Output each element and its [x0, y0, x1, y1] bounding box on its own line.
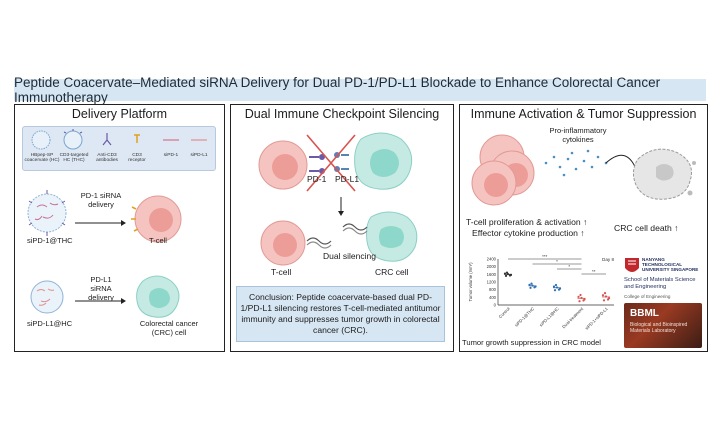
- legend: HBpep-SP coacervate (HC) CD3-targeted HC…: [22, 126, 216, 171]
- delivery-platform-panel: Delivery Platform HBpep-SP coacervate (H…: [14, 104, 225, 352]
- dual-silencing-label: Dual silencing: [323, 251, 376, 261]
- cell-death-text: CRC cell death ↑: [614, 223, 679, 233]
- particle-label: siPD-1@THC: [27, 236, 73, 245]
- y-tick-label: 1200: [487, 280, 497, 285]
- legend-label: CD3-targeted HC (THC): [59, 153, 89, 164]
- t-cell-cluster-icon: [471, 134, 535, 206]
- ntu-name: NANYANG TECHNOLOGICAL UNIVERSITY SINGAPO…: [642, 257, 699, 273]
- y-tick-label: 800: [489, 287, 497, 292]
- data-point: [577, 295, 580, 298]
- data-point: [529, 286, 532, 289]
- y-tick-label: 1600: [487, 272, 497, 277]
- data-point: [583, 298, 586, 301]
- legend-label: HBpep-SP coacervate (HC): [24, 153, 60, 164]
- y-tick-label: 2000: [487, 264, 497, 269]
- activation-illustration: [471, 134, 696, 206]
- bbml-logo: BBML Biological and Bioinspired Material…: [624, 303, 702, 348]
- arrow-icon: [605, 154, 637, 170]
- x-tick-label: siPD-1+siPD-L1: [584, 306, 609, 331]
- arrow-label: PD-1 siRNA delivery: [80, 191, 122, 209]
- t-cell-icon: [258, 140, 308, 190]
- arrow-label: PD-L1 siRNA delivery: [88, 275, 114, 302]
- college-name: College of Engineering: [624, 294, 671, 299]
- sirna-icon: [306, 223, 368, 249]
- cell-label: Colorectal cancer (CRC) cell: [139, 319, 199, 337]
- cell-label: T-cell: [149, 236, 167, 245]
- x-tick-label: siPD-L1@HC: [538, 306, 559, 327]
- data-point: [602, 299, 606, 302]
- significance-label: ***: [542, 254, 548, 259]
- t-cell-icon: [131, 195, 182, 243]
- ntu-crest-icon: [625, 258, 639, 272]
- data-point: [603, 292, 607, 295]
- legend-label: CD3 receptor: [128, 153, 146, 164]
- data-point: [578, 300, 581, 303]
- data-point: [552, 285, 556, 288]
- panel-title: Immune Activation & Tumor Suppression: [470, 107, 697, 121]
- data-point: [554, 283, 558, 287]
- legend-label: Anti-CD3 antibodies: [96, 153, 118, 164]
- data-point: [528, 283, 531, 286]
- panel-title: Dual Immune Checkpoint Silencing: [244, 107, 440, 121]
- cell-label: CRC cell: [375, 267, 409, 277]
- receptor-icon: [309, 152, 349, 174]
- delivery-illustration: [27, 190, 182, 318]
- immune-activation-panel: Immune Activation & Tumor Suppression Pr…: [459, 104, 708, 352]
- legend-icons: [31, 129, 207, 150]
- data-point: [553, 289, 557, 292]
- y-tick-label: 400: [489, 295, 497, 300]
- cytokine-dots-icon: [544, 149, 608, 177]
- crc-cell-icon: [354, 132, 413, 190]
- y-tick-label: 2400: [487, 257, 497, 262]
- cell-label: T-cell: [271, 267, 292, 277]
- crc-cell-icon: [136, 275, 180, 318]
- school-name: School of Materials Science and Engineer…: [624, 277, 696, 290]
- significance-label: *: [568, 264, 570, 269]
- block-cross-icon: [306, 134, 356, 192]
- tumor-volume-chart: 2400 2000 1600 1200 800 400 0 Tumor volume (mm³…: [468, 254, 614, 331]
- thc-particle-icon: [27, 190, 67, 236]
- legend-label: siPD-1: [163, 153, 179, 158]
- data-point: [504, 274, 508, 277]
- dying-crc-cell-icon: [632, 148, 696, 200]
- crc-cell-icon: [366, 211, 418, 262]
- ntu-logo: NANYANG TECHNOLOGICAL UNIVERSITY SINGAPO…: [624, 257, 702, 293]
- significance-label: **: [592, 269, 596, 274]
- particle-label: siPD-L1@HC: [27, 319, 73, 328]
- checkpoint-silencing-panel: Dual Immune Checkpoint Silencing: [230, 104, 454, 352]
- pd1-label: PD-1: [307, 174, 327, 184]
- y-tick-label: 0: [494, 303, 497, 308]
- panel-title: Delivery Platform: [71, 107, 168, 121]
- conclusion-box: Conclusion: Peptide coacervate-based dua…: [236, 286, 445, 342]
- x-tick-label: Dual-treatment: [561, 306, 585, 330]
- activation-text: T-cell proliferation & activation ↑: [466, 217, 588, 227]
- bbml-title: BBML: [630, 308, 659, 319]
- data-point: [579, 293, 582, 297]
- silencing-illustration: [258, 132, 418, 266]
- x-tick-label: Control: [498, 306, 511, 319]
- bbml-subtitle: Biological and Bioinspired Materials Lab…: [630, 322, 688, 334]
- chart-caption: Tumor growth suppression in CRC model: [462, 338, 601, 347]
- chart-annotation: Day 8: [602, 257, 614, 262]
- page-title: Peptide Coacervate–Mediated siRNA Delive…: [14, 75, 706, 105]
- data-point: [530, 282, 533, 285]
- legend-label: siPD-L1: [190, 153, 208, 158]
- t-cell-icon: [260, 220, 306, 266]
- cytokine-text: Effector cytokine production ↑: [472, 228, 585, 238]
- data-point: [607, 297, 611, 300]
- pdl1-label: PD-L1: [335, 174, 360, 184]
- cytokines-label: Pro-inflammatory cytokines: [549, 126, 607, 144]
- significance-label: *: [556, 259, 558, 264]
- hc-particle-icon: [30, 280, 64, 314]
- y-axis-label: Tumor volume (mm³): [468, 262, 473, 302]
- data-point: [601, 294, 605, 297]
- x-tick-label: siPD-1@THC: [514, 306, 536, 328]
